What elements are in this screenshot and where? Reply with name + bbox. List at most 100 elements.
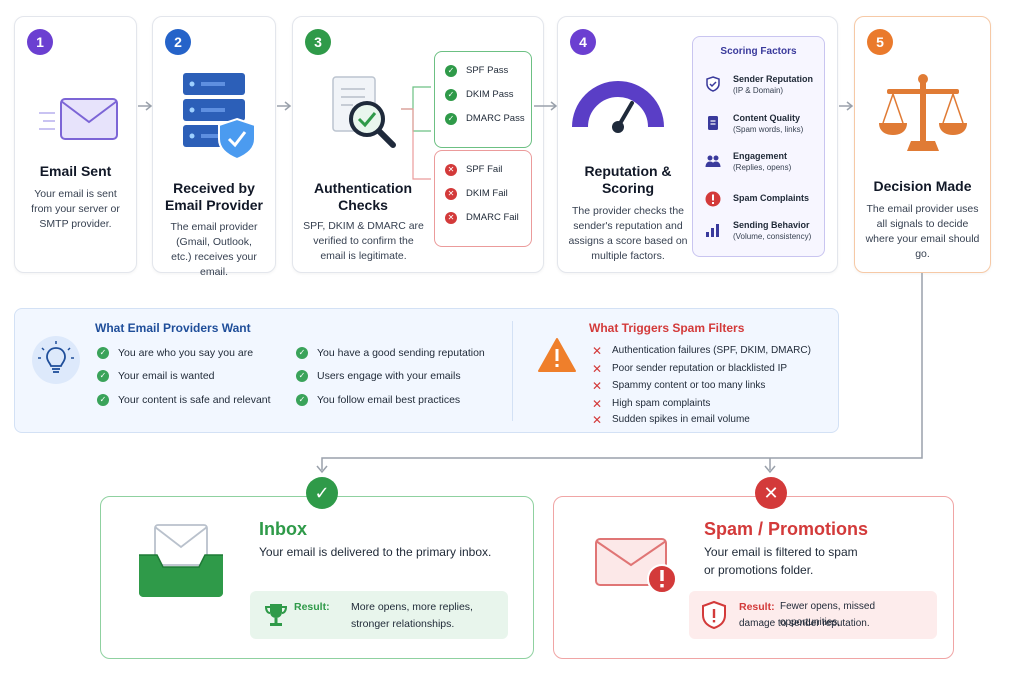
check-icon: ✓ <box>445 112 457 125</box>
server-shield-icon <box>183 73 256 161</box>
arrow-icon <box>839 101 854 111</box>
factor-item: Content Quality (Spam words, links) <box>703 112 820 142</box>
inbox-result: Result: More opens, more replies, strong… <box>250 591 508 639</box>
step-description: Your email is sent from your server or S… <box>31 188 120 230</box>
step-decision: 5 Decision Made The email provider uses … <box>854 16 991 273</box>
auth-pass-box: ✓SPF Pass ✓DKIM Pass ✓DMARC Pass <box>434 51 532 148</box>
wants-item: ✓Your email is wanted <box>97 369 215 383</box>
shield-alert-icon <box>702 600 726 630</box>
check-icon: ✓ <box>97 370 109 382</box>
result-line: Fewer opens, missed opportunities, <box>780 601 876 628</box>
step-title: Email Sent <box>39 163 112 179</box>
spam-outcome-card: Spam / Promotions Your email is filtered… <box>553 496 954 659</box>
result-line: stronger relationships. <box>351 618 455 630</box>
lightbulb-icon <box>32 336 80 384</box>
triggers-title: What Triggers Spam Filters <box>589 321 745 335</box>
trigger-item: ✕High spam complaints <box>591 397 711 411</box>
x-icon: ✕ <box>591 379 603 393</box>
gauge-icon <box>572 81 664 133</box>
x-icon: ✕ <box>445 163 457 176</box>
step-description: The email provider uses all signals to d… <box>865 203 980 260</box>
magnifier-check-icon <box>332 76 396 148</box>
auth-fail-box: ✕SPF Fail ✕DKIM Fail ✕DMARC Fail <box>434 150 532 247</box>
warning-icon <box>538 338 576 372</box>
result-label: Result: <box>739 601 775 613</box>
alert-icon <box>705 191 721 207</box>
envelope-icon <box>39 98 118 140</box>
auth-fail-item: ✕DKIM Fail <box>445 187 508 200</box>
result-line: damage to sender reputation. <box>739 618 870 629</box>
spam-envelope-icon <box>595 538 677 594</box>
factor-item: Engagement (Replies, opens) <box>703 150 820 180</box>
step-received: 2 Received by Email Provider The email p… <box>152 16 276 278</box>
scoring-factors-panel: Scoring Factors Sender Reputation (IP & … <box>692 36 825 257</box>
shield-icon <box>706 76 720 92</box>
step-number: 3 <box>305 29 331 55</box>
step-description: SPF, DKIM & DMARC are verified to confir… <box>303 220 424 262</box>
document-icon <box>708 116 718 130</box>
check-icon: ✓ <box>306 477 338 509</box>
factor-item: Spam Complaints <box>703 188 820 218</box>
trigger-item: ✕Poor sender reputation or blacklisted I… <box>591 362 788 376</box>
inbox-description: Your email is delivered to the primary i… <box>259 545 492 559</box>
step-title: Decision Made <box>873 178 972 194</box>
arrow-icon <box>534 101 558 111</box>
result-line: More opens, more replies, <box>351 601 473 613</box>
trigger-item: ✕Authentication failures (SPF, DKIM, DMA… <box>591 344 811 358</box>
result-label: Result: <box>294 601 330 613</box>
wants-item: ✓You are who you say you are <box>97 346 253 360</box>
step-number: 1 <box>27 29 53 55</box>
wants-title: What Email Providers Want <box>95 321 251 335</box>
x-icon: ✕ <box>591 344 603 358</box>
check-icon: ✓ <box>97 394 109 406</box>
factor-item: Sender Reputation (IP & Domain) <box>703 73 820 103</box>
bar-chart-icon <box>706 224 719 237</box>
trigger-item: ✕Sudden spikes in email volume <box>591 413 750 427</box>
spam-result: Result: Fewer opens, missed opportunitie… <box>689 591 937 639</box>
x-icon: ✕ <box>591 413 603 427</box>
trophy-icon <box>264 604 288 626</box>
x-icon: ✕ <box>591 362 603 376</box>
spam-description: or promotions folder. <box>704 563 814 577</box>
people-icon <box>705 155 721 167</box>
check-icon: ✓ <box>296 394 308 406</box>
scales-icon <box>879 74 967 151</box>
wants-item: ✓Your content is safe and relevant <box>97 393 271 407</box>
x-icon: ✕ <box>755 477 787 509</box>
step-email-sent: 1 Email Sent Your email is sent from you… <box>14 16 137 273</box>
factor-item: Sending Behavior (Volume, consistency) <box>703 219 820 249</box>
check-icon: ✓ <box>445 88 457 101</box>
step-description: The email provider (Gmail, Outlook, etc.… <box>170 221 258 278</box>
trigger-item: ✕Spammy content or too many links <box>591 379 766 393</box>
inbox-tray-icon <box>139 524 223 597</box>
inbox-title: Inbox <box>259 519 307 539</box>
wants-item: ✓You have a good sending reputation <box>296 346 485 360</box>
check-icon: ✓ <box>97 347 109 359</box>
step-number: 5 <box>867 29 893 55</box>
scoring-factors-title: Scoring Factors <box>720 46 797 57</box>
x-icon: ✕ <box>445 211 457 224</box>
auth-pass-item: ✓SPF Pass <box>445 64 508 77</box>
guidelines-panel: What Email Providers Want ✓You are who y… <box>14 308 839 433</box>
x-icon: ✕ <box>591 397 603 411</box>
step-title: Received by Email Provider <box>164 180 264 213</box>
step-title: Reputation & Scoring <box>584 163 672 196</box>
auth-fail-item: ✕SPF Fail <box>445 163 502 176</box>
auth-pass-item: ✓DKIM Pass <box>445 88 514 101</box>
check-icon: ✓ <box>296 347 308 359</box>
check-icon: ✓ <box>445 64 457 77</box>
step-authentication: 3 Authentication Checks SPF, DKIM & DMAR… <box>292 16 544 273</box>
auth-pass-item: ✓DMARC Pass <box>445 112 525 125</box>
step-number: 4 <box>570 29 596 55</box>
step-description: The provider checks the sender's reputat… <box>568 205 688 262</box>
step-number: 2 <box>165 29 191 55</box>
inbox-outcome-card: Inbox Your email is delivered to the pri… <box>100 496 534 659</box>
arrow-icon <box>138 101 153 111</box>
panel-divider <box>512 321 513 421</box>
spam-description: Your email is filtered to spam <box>704 545 858 559</box>
wants-item: ✓You follow email best practices <box>296 393 460 407</box>
x-icon: ✕ <box>445 187 457 200</box>
wants-item: ✓Users engage with your emails <box>296 369 461 383</box>
spam-title: Spam / Promotions <box>704 519 869 539</box>
